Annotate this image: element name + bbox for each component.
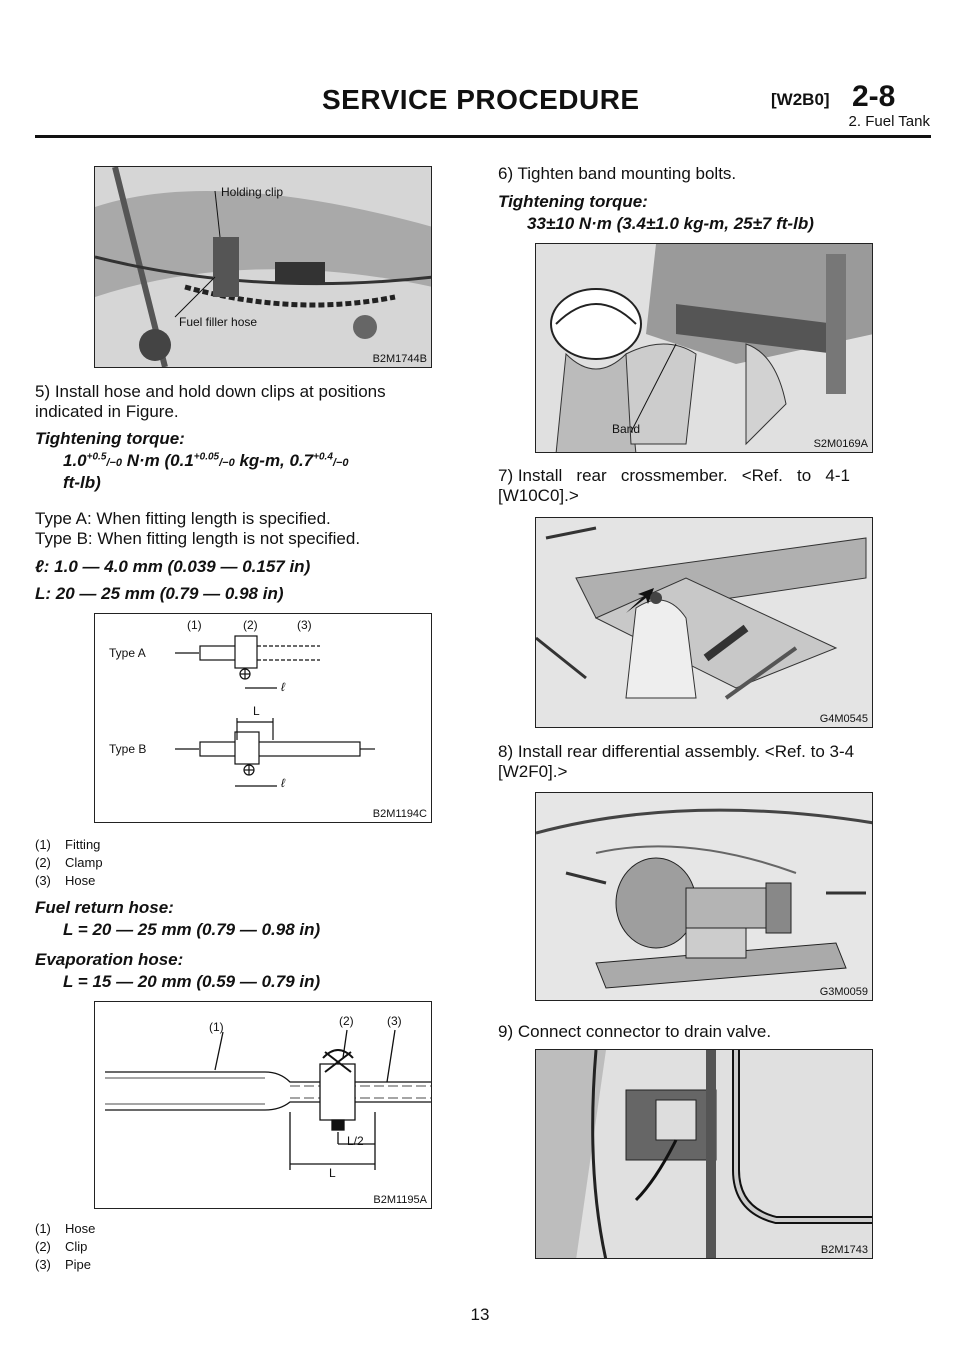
legend-item: (2)Clamp	[35, 855, 103, 870]
section-number: 2-8	[852, 80, 896, 113]
figure-drain-valve-connector: B2M1743	[535, 1049, 873, 1259]
step-6: 6) Tighten band mounting bolts.	[498, 164, 737, 183]
legend-item: (2)Clip	[35, 1239, 88, 1254]
evaporation-hose-heading: Evaporation hose:	[35, 950, 184, 969]
figure-crossmember: G4M0545	[535, 517, 873, 728]
fuel-return-hose-value: L = 20 — 25 mm (0.79 — 0.98 in)	[63, 920, 321, 939]
evaporation-hose-value: L = 15 — 20 mm (0.59 — 0.79 in)	[63, 972, 321, 991]
legend-fitting: (1)Fitting (2)Clamp (3)Hose	[35, 836, 103, 890]
fuel-filler-hose-label: Fuel filler hose	[179, 315, 258, 329]
callout-3: (3)	[387, 1014, 402, 1028]
header-divider	[35, 135, 931, 138]
type-b-label: Type B	[109, 742, 147, 756]
L-spec: L: 20 — 25 mm (0.79 — 0.98 in)	[35, 584, 284, 603]
figure-code: B2M1195A	[373, 1194, 427, 1206]
figure-code: G4M0545	[819, 713, 868, 725]
band-label: Band	[612, 422, 641, 436]
figure-code: G3M0059	[819, 986, 868, 998]
figure-code: S2M0169A	[813, 438, 868, 450]
ell-label-b: ℓ	[281, 776, 285, 790]
type-a-label: Type A	[109, 646, 146, 660]
figure-code: B2M1744B	[372, 353, 427, 365]
tightening-torque-value: 1.0+0.5/−0 N·m (0.1+0.05/−0 kg-m, 0.7+0.…	[63, 451, 349, 470]
figure-holding-clip: Holding clip Fuel filler hose B2M1744B	[94, 166, 432, 368]
step-8-line-2: [W2F0].>	[498, 762, 568, 781]
figure-rear-differential: G3M0059	[535, 792, 873, 1001]
section-subtitle: 2. Fuel Tank	[848, 113, 930, 130]
callout-2: (2)	[339, 1014, 354, 1028]
step-9: 9) Connect connector to drain valve.	[498, 1022, 772, 1041]
tightening-torque-value-cont: ft-lb)	[63, 473, 101, 492]
section-code: [W2B0]	[771, 90, 830, 109]
figure-fitting-types: (1) (2) (3) Type A Type B ℓ L ℓ B2M1194C	[94, 613, 432, 823]
figure-hose-clip-pipe: (1) (2) (3) L/2 L B2M1195A	[94, 1001, 432, 1209]
tightening-torque-heading: Tightening torque:	[35, 429, 185, 448]
page-number: 13	[470, 1305, 490, 1324]
step-7-line-1: 7) Install rear crossmember. <Ref. to 4-…	[498, 466, 850, 485]
rear-differential-photo	[536, 793, 872, 1000]
holding-clip-label: Holding clip	[221, 185, 284, 199]
step-5-line-2: indicated in Figure.	[35, 402, 179, 421]
callout-1: (1)	[187, 618, 202, 632]
step-5-line-1: 5) Install hose and hold down clips at p…	[35, 382, 386, 401]
callout-2: (2)	[243, 618, 258, 632]
L-label: L	[329, 1166, 336, 1180]
callout-3: (3)	[297, 618, 312, 632]
legend-hose: (1)Hose (2)Clip (3)Pipe	[35, 1220, 95, 1274]
legend-item: (3)Hose	[35, 873, 96, 888]
figure-band-bolts: Band S2M0169A	[535, 243, 873, 453]
ell-label-a: ℓ	[281, 680, 285, 694]
figure-code: B2M1194C	[372, 808, 427, 820]
fitting-types-diagram	[175, 635, 375, 787]
legend-item: (3)Pipe	[35, 1257, 92, 1272]
L-half-label: L/2	[347, 1134, 364, 1148]
ell-spec: ℓ: 1.0 — 4.0 mm (0.039 — 0.157 in)	[35, 557, 311, 576]
hose-clip-pipe-diagram	[105, 1029, 431, 1170]
crossmember-photo	[536, 518, 872, 727]
drain-valve-photo	[536, 1050, 872, 1258]
figure-code: B2M1743	[820, 1244, 868, 1256]
holding-clip-photo	[95, 167, 431, 367]
legend-item: (1)Hose	[35, 1221, 96, 1236]
type-a-description: Type A: When fitting length is specified…	[35, 509, 331, 528]
step-7-line-2: [W10C0].>	[498, 486, 579, 505]
type-b-description: Type B: When fitting length is not speci…	[35, 529, 361, 548]
step-8-line-1: 8) Install rear differential assembly. <…	[498, 742, 855, 761]
legend-item: (1)Fitting	[35, 837, 101, 852]
page-title: SERVICE PROCEDURE	[322, 84, 640, 115]
fuel-return-hose-heading: Fuel return hose:	[35, 898, 174, 917]
callout-1: (1)	[209, 1020, 224, 1034]
band-bolts-photo	[536, 244, 872, 452]
right-tightening-torque-value: 33±10 N·m (3.4±1.0 kg-m, 25±7 ft-lb)	[527, 214, 814, 233]
L-label: L	[253, 704, 260, 718]
right-tightening-torque-heading: Tightening torque:	[498, 192, 648, 211]
